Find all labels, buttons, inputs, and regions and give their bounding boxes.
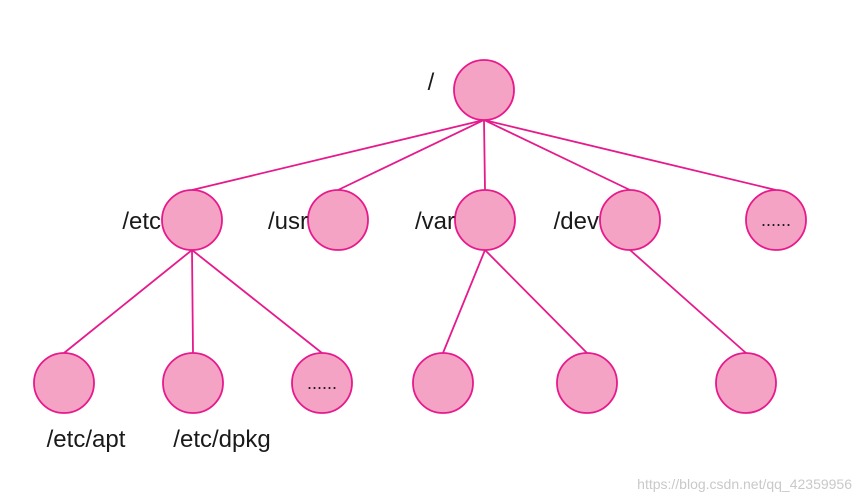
edge-root-dev [483, 119, 631, 191]
edge-etc-dpkg [191, 249, 194, 354]
node-dpkg [162, 352, 224, 414]
node-dev_c1 [715, 352, 777, 414]
tree-edges [63, 119, 777, 354]
tree-labels: / /etc/usr/var/dev...... /etc/apt/etc/dpkg… [47, 69, 791, 453]
node-more1-ellipsis: ...... [761, 210, 791, 230]
node-usr [307, 189, 369, 251]
label-apt: /etc/apt [47, 426, 126, 453]
node-root [453, 59, 515, 121]
label-var: /var [415, 208, 455, 235]
label-root: / [428, 69, 435, 96]
node-more2-ellipsis: ...... [307, 373, 337, 393]
label-usr: /usr [268, 208, 308, 235]
node-etc [161, 189, 223, 251]
node-dev [599, 189, 661, 251]
edge-root-more1 [483, 119, 777, 191]
edge-etc-apt [63, 249, 193, 354]
node-more2 [291, 352, 353, 414]
node-more1 [745, 189, 807, 251]
watermark: https://blog.csdn.net/qq_42359956 [637, 476, 852, 492]
edge-var-var_c1 [442, 249, 486, 354]
label-dev: /dev [554, 208, 599, 235]
edge-dev-dev_c1 [629, 249, 747, 354]
label-dpkg: /etc/dpkg [173, 426, 270, 453]
edge-var-var_c2 [484, 249, 588, 354]
tree-nodes [33, 59, 807, 414]
label-etc: /etc [122, 208, 161, 235]
edge-root-var [483, 119, 486, 191]
edge-root-etc [191, 119, 485, 191]
edge-root-usr [337, 119, 485, 191]
node-var_c2 [556, 352, 618, 414]
node-var_c1 [412, 352, 474, 414]
node-var [454, 189, 516, 251]
edge-etc-more2 [191, 249, 323, 354]
node-apt [33, 352, 95, 414]
